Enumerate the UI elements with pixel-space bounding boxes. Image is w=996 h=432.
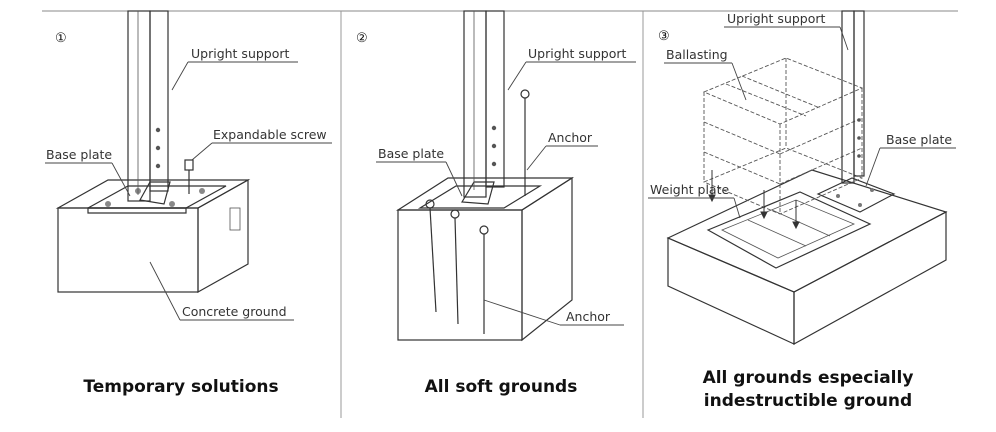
base-plate-2 bbox=[417, 181, 543, 209]
label-weight-plate: Weight plate bbox=[650, 182, 729, 197]
ballasting-cage bbox=[702, 57, 864, 215]
leader-anchor-bottom bbox=[483, 299, 561, 326]
weight-plate bbox=[706, 191, 872, 269]
label-base-plate-1: Base plate bbox=[46, 147, 112, 162]
upright-post-3 bbox=[841, 10, 865, 184]
panel-1-number: ① bbox=[55, 31, 67, 46]
upright-post-1 bbox=[127, 10, 169, 202]
label-expandable-screw-1: Expandable screw bbox=[213, 127, 327, 142]
caption-panel-2: All soft grounds bbox=[425, 377, 578, 397]
label-upright-support-1: Upright support bbox=[191, 46, 290, 61]
label-base-plate-2: Base plate bbox=[378, 146, 444, 161]
panel-3-number: ③ bbox=[658, 29, 670, 44]
expandable-screw-icon bbox=[184, 159, 194, 194]
label-anchor-bottom: Anchor bbox=[566, 309, 611, 324]
soil-block bbox=[395, 176, 575, 342]
upright-post-2 bbox=[463, 10, 505, 198]
label-base-plate-3: Base plate bbox=[886, 132, 952, 147]
label-upright-support-2: Upright support bbox=[528, 46, 627, 61]
label-ballasting: Ballasting bbox=[666, 47, 728, 62]
leader-upright-2 bbox=[507, 61, 527, 91]
leader-concrete-1 bbox=[149, 261, 181, 321]
label-upright-support-3: Upright support bbox=[727, 11, 826, 26]
concrete-block bbox=[55, 178, 251, 294]
caption-panel-3-line-2: indestructible ground bbox=[704, 391, 912, 411]
panel-3: ③ bbox=[648, 10, 956, 411]
label-anchor-top: Anchor bbox=[548, 130, 593, 145]
panel-2-number: ② bbox=[356, 31, 368, 46]
leader-screw-1 bbox=[191, 142, 213, 161]
panel-2: ② bbox=[356, 10, 636, 397]
base-plate-3 bbox=[816, 177, 896, 213]
anchor-spikes bbox=[425, 89, 530, 334]
leader-upright-1 bbox=[171, 61, 189, 91]
base-plate-1 bbox=[87, 181, 227, 214]
caption-panel-1: Temporary solutions bbox=[83, 377, 278, 397]
caption-panel-3-line-1: All grounds especially bbox=[703, 368, 914, 388]
leader-anchor-top bbox=[526, 145, 547, 171]
panel-1: ① bbox=[45, 10, 332, 397]
label-concrete-ground-1: Concrete ground bbox=[182, 304, 287, 319]
drop-arrows bbox=[708, 170, 800, 230]
